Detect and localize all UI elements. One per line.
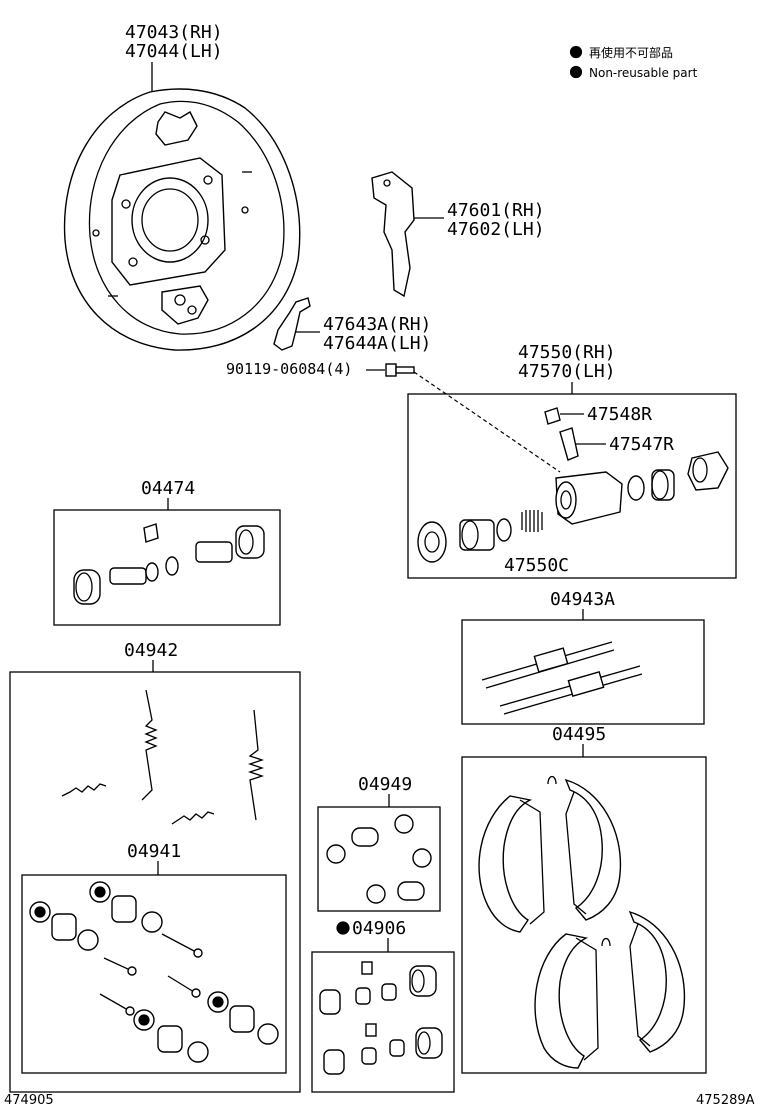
parking-brake-lever-group: 47601(RH) 47602(LH) bbox=[371, 171, 545, 298]
bolt-group: 90119-06084(4) bbox=[226, 360, 561, 473]
kit-04495-box bbox=[461, 756, 707, 1074]
kit-04474-group: 04474 bbox=[53, 478, 281, 626]
kit-04941-box bbox=[21, 874, 287, 1074]
kit-04949-group: 04949 bbox=[317, 774, 441, 912]
brake-shoe-set-1 bbox=[478, 775, 622, 933]
label-kit-04474[interactable]: 04474 bbox=[141, 478, 195, 499]
label-kit-04495[interactable]: 04495 bbox=[552, 724, 606, 745]
label-bolt[interactable]: 90119-06084(4) bbox=[226, 360, 352, 378]
label-cylinder-kit[interactable]: 47550C bbox=[504, 555, 569, 576]
label-kit-04906[interactable]: 04906 bbox=[352, 918, 406, 939]
kit-04906-box bbox=[311, 951, 455, 1093]
kit-04943A-box bbox=[461, 619, 705, 725]
kit-04949-box bbox=[317, 806, 441, 912]
lever-drawing bbox=[371, 171, 415, 298]
label-bracket-lh[interactable]: 47644A(LH) bbox=[323, 333, 431, 354]
legend-en: Non-reusable part bbox=[589, 66, 698, 80]
kit-04943A-parts bbox=[481, 641, 643, 715]
kit-04474-box bbox=[53, 509, 281, 626]
backing-plate-group: 47043(RH) 47044(LH) bbox=[63, 22, 301, 351]
kit-04943A-group: 04943A bbox=[461, 589, 705, 725]
wheel-cylinder-group: 47550(RH) 47570(LH) 47548R 47547R bbox=[407, 342, 737, 579]
label-bleeder-cap[interactable]: 47548R bbox=[587, 404, 652, 425]
label-lever-lh[interactable]: 47602(LH) bbox=[447, 219, 545, 240]
brake-shoe-set-2 bbox=[534, 910, 686, 1069]
label-kit-04943A[interactable]: 04943A bbox=[550, 589, 615, 610]
kit-04942-group: 04942 bbox=[9, 640, 301, 1093]
assembly-dashed-line bbox=[413, 371, 561, 473]
backing-plate-drawing bbox=[63, 88, 301, 351]
footer-left-code: 474905 bbox=[4, 1093, 54, 1108]
kit-04495-group: 04495 bbox=[461, 724, 707, 1074]
kit-04906-group: 04906 bbox=[311, 918, 455, 1093]
label-lever-rh[interactable]: 47601(RH) bbox=[447, 200, 545, 221]
non-reusable-dot-icon bbox=[569, 45, 583, 59]
cylinder-left-parts bbox=[417, 510, 543, 563]
cylinder-right-parts bbox=[627, 451, 729, 501]
label-backing-plate-rh[interactable]: 47043(RH) bbox=[125, 22, 223, 43]
bolt-drawing bbox=[385, 363, 415, 377]
bracket-group: 47643A(RH) 47644A(LH) bbox=[273, 297, 431, 354]
label-bleeder-plug[interactable]: 47547R bbox=[609, 434, 674, 455]
kit-04941-group: 04941 bbox=[21, 841, 287, 1074]
wheel-cylinder-box bbox=[407, 393, 737, 579]
non-reusable-dot-icon bbox=[336, 921, 350, 935]
label-kit-04942[interactable]: 04942 bbox=[124, 640, 178, 661]
kit-04474-parts bbox=[73, 523, 265, 605]
label-bracket-rh[interactable]: 47643A(RH) bbox=[323, 314, 431, 335]
bleeder-cap-drawing bbox=[544, 407, 561, 425]
label-cylinder-rh[interactable]: 47550(RH) bbox=[518, 342, 616, 363]
non-reusable-dot-icon bbox=[569, 65, 583, 79]
kit-04941-parts bbox=[29, 881, 279, 1063]
cylinder-body-drawing bbox=[555, 471, 623, 525]
label-cylinder-lh[interactable]: 47570(LH) bbox=[518, 361, 616, 382]
bleeder-plug-drawing bbox=[559, 427, 579, 461]
legend-jp: 再使用不可部品 bbox=[589, 45, 673, 60]
bracket-drawing bbox=[273, 297, 311, 351]
kit-04906-parts bbox=[319, 961, 443, 1075]
kit-04942-box bbox=[9, 671, 301, 1093]
kit-04949-parts bbox=[326, 814, 432, 904]
kit-04942-springs bbox=[61, 689, 265, 825]
legend: 再使用不可部品 Non-reusable part bbox=[569, 45, 698, 80]
label-backing-plate-lh[interactable]: 47044(LH) bbox=[125, 41, 223, 62]
footer-right-code: 475289A bbox=[696, 1093, 755, 1108]
label-kit-04941[interactable]: 04941 bbox=[127, 841, 181, 862]
label-kit-04949[interactable]: 04949 bbox=[358, 774, 412, 795]
